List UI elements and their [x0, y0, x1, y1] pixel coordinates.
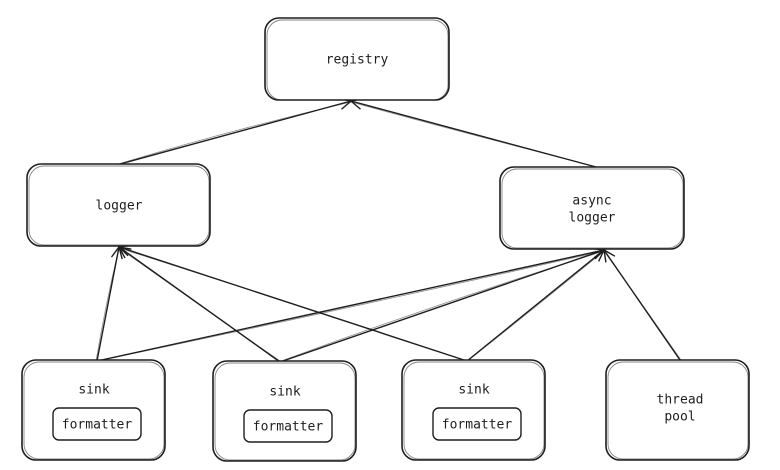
registry-node: registry [264, 17, 450, 101]
formatter-box-1 [52, 407, 142, 441]
thread-pool-node: thread pool [605, 359, 750, 461]
formatter-3-label: formatter [442, 418, 513, 433]
edge-async-logger-to-registry [349, 98, 598, 168]
sink-1-label: sink [78, 383, 109, 398]
formatter-2-label: formatter [253, 420, 324, 435]
edge-thread-pool-to-async-logger [603, 248, 682, 361]
sink-2-label: sink [269, 385, 300, 400]
thread-pool-label-line2: pool [664, 410, 695, 425]
thread-pool-label-line1: thread [657, 393, 704, 408]
edge-sink1-to-logger [95, 245, 123, 362]
sink-node-2: sink formatter [212, 360, 357, 462]
edge-sink2-to-async-logger [278, 247, 606, 363]
edges-layer [95, 98, 682, 363]
registry-label: registry [326, 53, 389, 68]
sink-node-1: sink formatter [21, 359, 166, 461]
arrowhead-icon [603, 248, 616, 263]
formatter-box-3 [432, 407, 522, 441]
logger-node: logger [26, 163, 211, 247]
sink-node-3: sink formatter [401, 359, 546, 461]
edge-logger-to-registry [118, 98, 353, 165]
formatter-1-label: formatter [62, 418, 133, 433]
async-logger-label-line2: logger [569, 211, 616, 226]
async-logger-label-line1: async [572, 194, 611, 209]
logger-label: logger [96, 199, 143, 214]
sink-3-label: sink [458, 383, 489, 398]
formatter-box-2 [243, 409, 333, 443]
edge-sink3-to-logger [117, 244, 468, 362]
edge-sink2-to-logger [117, 246, 282, 363]
async-logger-node: async logger [499, 166, 685, 250]
